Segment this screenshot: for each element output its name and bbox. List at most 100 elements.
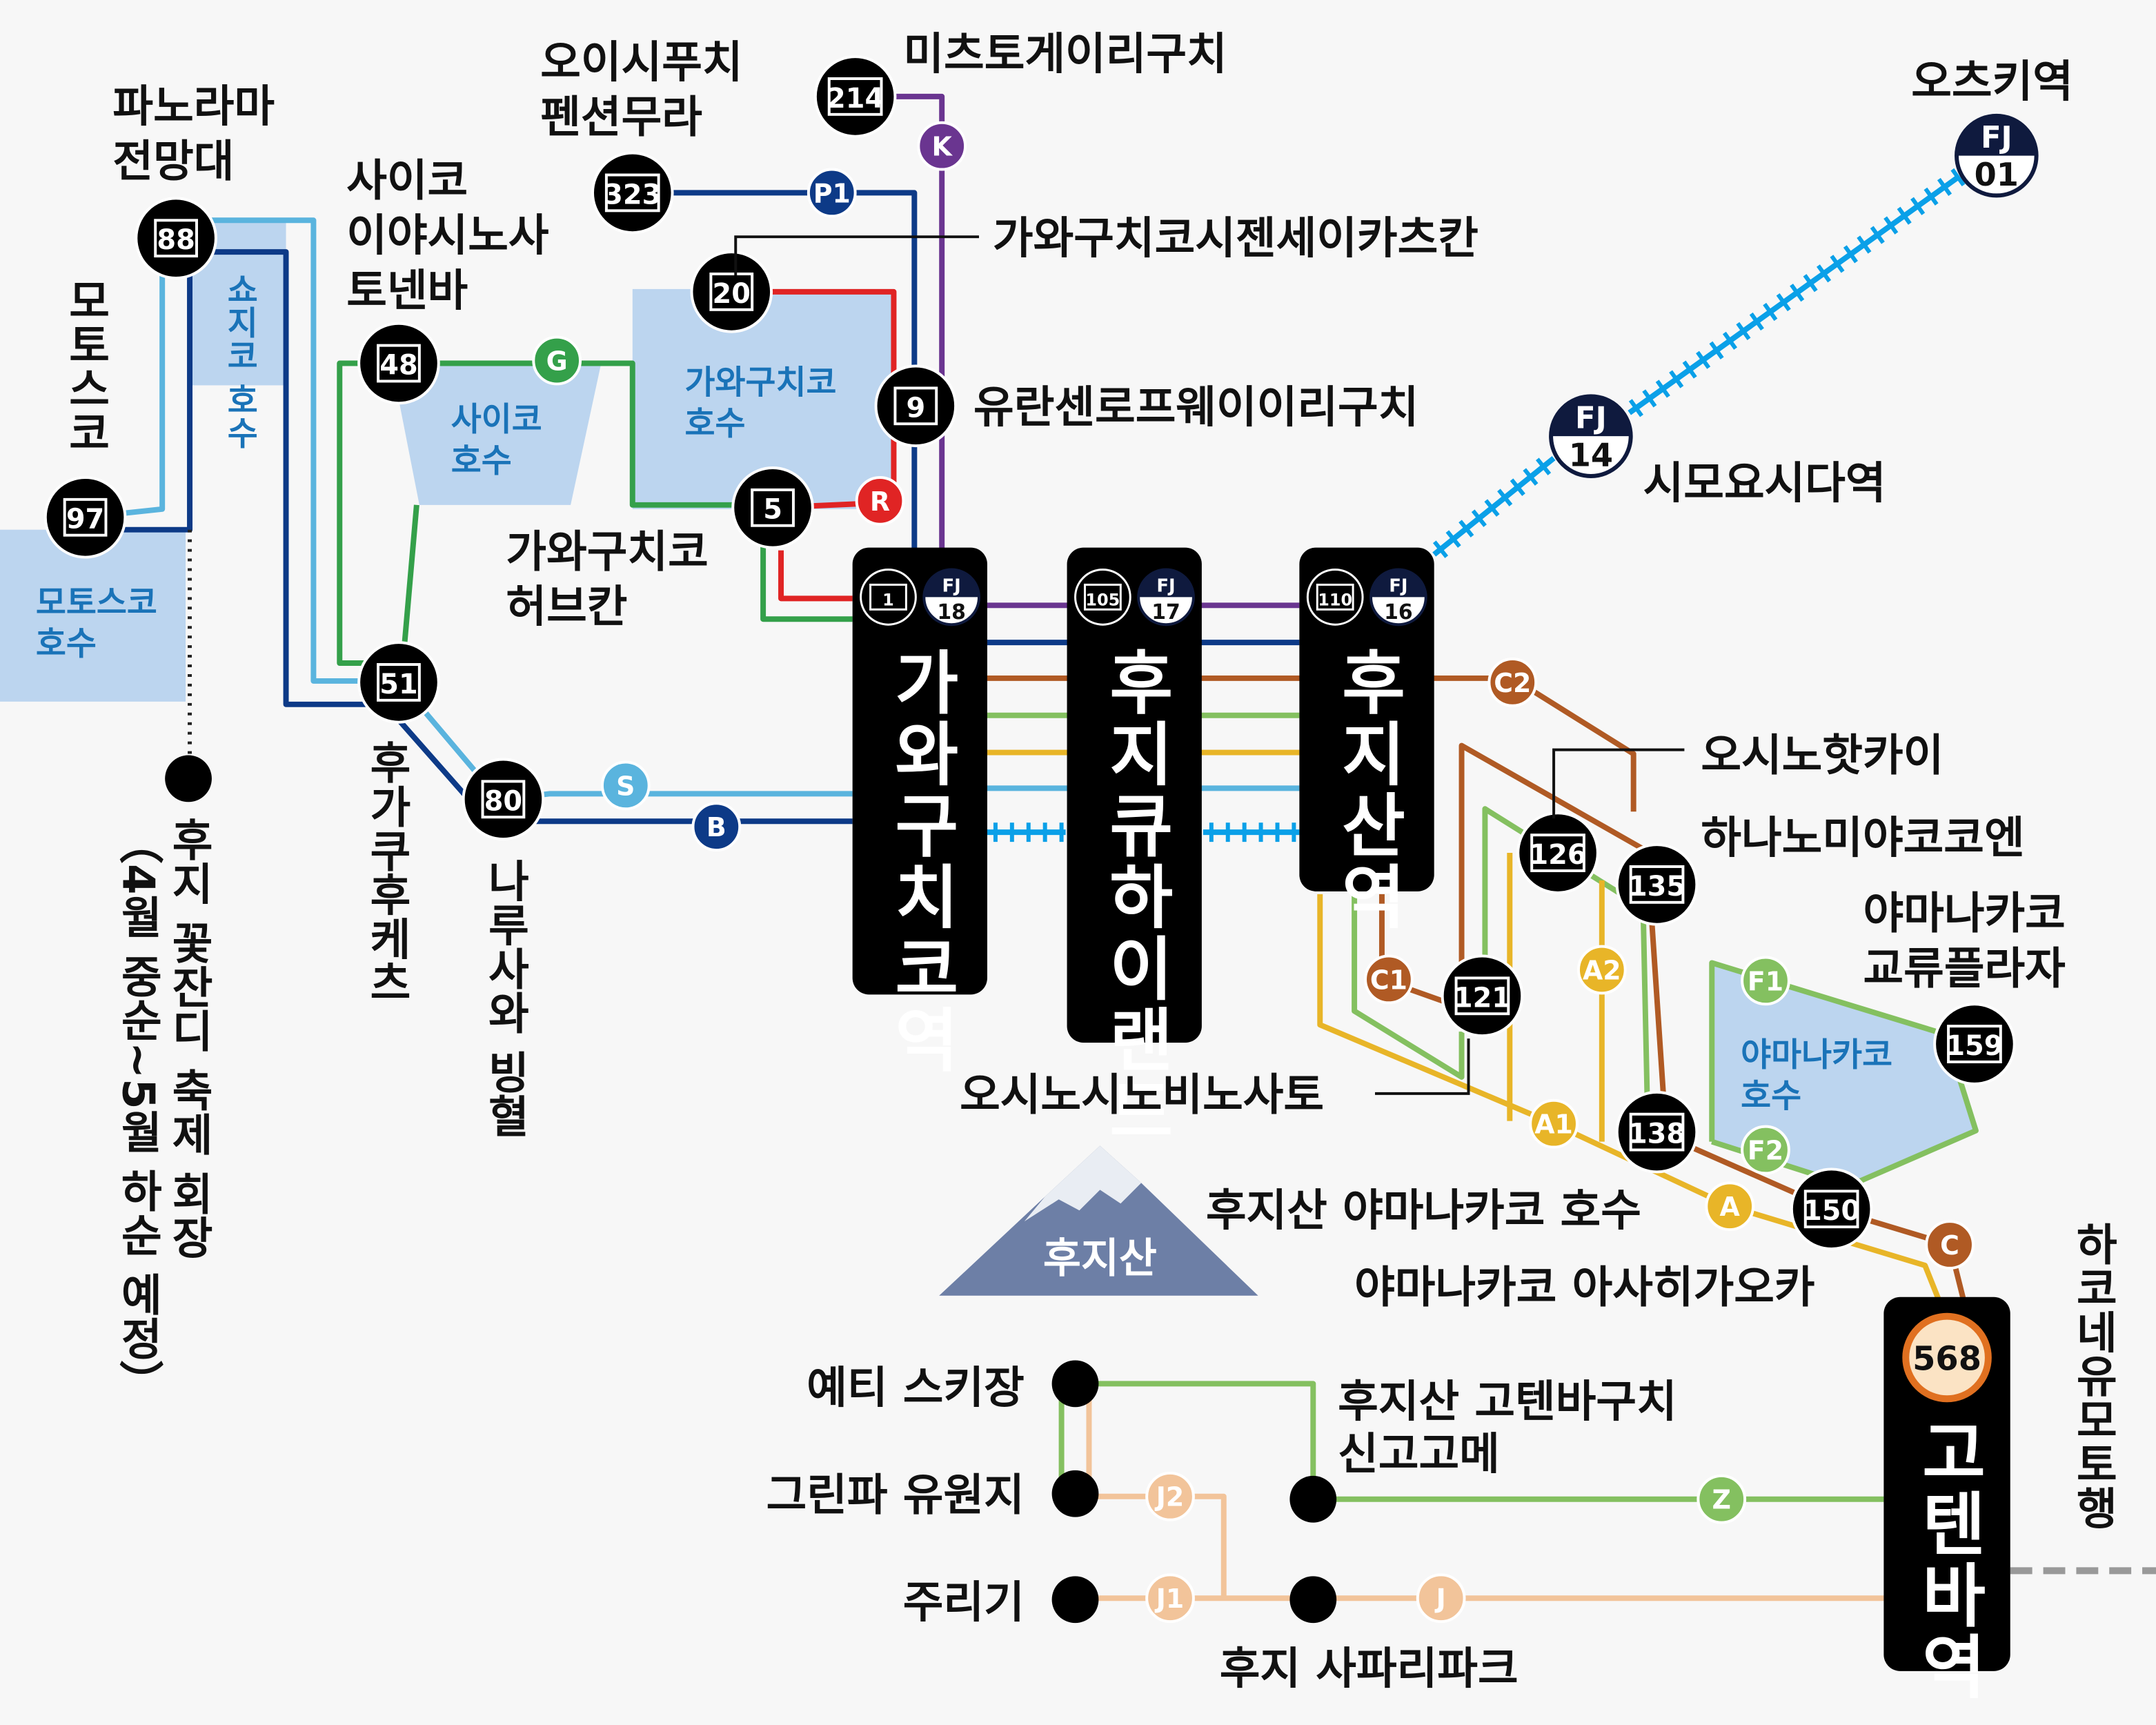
label-asahigaoka: 야마나카코 아사히가오카: [1354, 1263, 1815, 1314]
label-juriki: 주리기: [903, 1577, 1025, 1628]
route-badge-circle: [691, 802, 742, 852]
bus-stop-80[interactable]: 80: [462, 758, 545, 841]
leader-line-shinobi: [1374, 1038, 1470, 1095]
stop-dot-yeti[interactable]: [1051, 1360, 1099, 1408]
route-badge-a1[interactable]: A1: [1529, 1098, 1579, 1149]
label-ropeway: 유란센로프웨이이리구치: [973, 382, 1418, 433]
bus-stop-126[interactable]: 126: [1516, 811, 1599, 894]
stop-number-box: [869, 583, 907, 611]
terminal-fujiq-highland[interactable]: 후지큐하이랜드: [1067, 547, 1202, 1147]
route-badge-j1[interactable]: J1: [1145, 1573, 1195, 1624]
label-shizen: 가와구치코시젠세이카츠칸: [993, 213, 1478, 264]
stop-number: 568: [1912, 1340, 1981, 1378]
bus-stop-88[interactable]: 88: [135, 197, 217, 279]
railway-tick: [1803, 274, 1818, 293]
route-badge-c2[interactable]: C2: [1487, 658, 1538, 707]
label-otsuki: 오츠키역: [1911, 57, 2073, 108]
bus-stop-48[interactable]: 48: [357, 322, 440, 405]
route-badge-label: R: [870, 486, 890, 517]
route-badge-label: P1: [813, 178, 851, 208]
stop-circle: [1615, 1090, 1699, 1174]
bus-stop-135[interactable]: 135: [1615, 843, 1699, 926]
bus-stop-5[interactable]: 5: [731, 466, 814, 549]
stop-circle: [357, 322, 440, 405]
stop-circle: [860, 568, 917, 626]
lake-label-motosuko-2: 호수: [36, 625, 97, 663]
label-motosuko: 모토스코: [60, 278, 111, 454]
label-saiko-iyashi-3: 토넨바: [346, 266, 468, 317]
stop-number-box: [481, 780, 526, 819]
bus-stop-214[interactable]: 214: [813, 55, 897, 138]
railway-tick: [1736, 322, 1751, 340]
route-badge-z[interactable]: Z: [1697, 1474, 1747, 1524]
stop-number: 323: [604, 179, 661, 210]
route-badge-r[interactable]: R: [855, 475, 905, 526]
lake-label-yamanakako-2: 호수: [1741, 1078, 1801, 1116]
bus-stop-97[interactable]: 97: [43, 475, 127, 559]
rail-station-number: 17: [1151, 600, 1180, 624]
stop-circle: [813, 55, 897, 138]
bus-stop-323[interactable]: 323: [591, 151, 674, 235]
bus-stop-51[interactable]: 51: [357, 641, 440, 724]
route-line-light-green-a: [1352, 894, 1465, 1080]
stop-dot-safari[interactable]: [1289, 1576, 1337, 1624]
terminal-fujisan-station[interactable]: 후지산역: [1299, 547, 1434, 933]
terminal-kawaguchiko-station[interactable]: 가와구치코역: [852, 547, 987, 1076]
railway-tick: [1830, 255, 1845, 273]
route-badge-label: A1: [1534, 1110, 1573, 1140]
route-badge-k[interactable]: K: [917, 121, 967, 171]
route-badge-j2[interactable]: J2: [1145, 1471, 1195, 1521]
bus-stop-121[interactable]: 121: [1441, 954, 1524, 1038]
railway-ticks: [993, 168, 1966, 842]
route-line-c2: [987, 675, 1636, 812]
bus-stop-150[interactable]: 150: [1790, 1167, 1873, 1251]
stop-number-box: [893, 386, 938, 426]
bus-stop-9[interactable]: 9: [874, 364, 958, 448]
route-badge-b[interactable]: B: [691, 802, 742, 852]
stop-badge-568: [1902, 1312, 1992, 1403]
bus-stop-20[interactable]: 20: [690, 250, 773, 333]
route-badge-c[interactable]: C: [1925, 1220, 1975, 1270]
lake-label-motosuko: 모토스코: [36, 584, 157, 622]
railway-tick: [1857, 235, 1872, 254]
label-fugaku: 후가쿠후케츠: [361, 740, 412, 1005]
route-badge-circle: [807, 168, 857, 218]
route-badge-label: C: [1940, 1230, 1959, 1261]
route-badge-circle: [1741, 1125, 1790, 1175]
rail-badge-top: [1138, 569, 1194, 598]
stop-number: 214: [827, 83, 884, 115]
route-badge-p1[interactable]: P1: [807, 168, 857, 218]
route-badge-s[interactable]: S: [600, 760, 651, 811]
stop-dot-grinpa[interactable]: [1051, 1470, 1099, 1517]
rail-station-number: 18: [937, 600, 966, 624]
route-badge-j[interactable]: J: [1416, 1573, 1466, 1624]
route-badge-g[interactable]: G: [532, 335, 582, 386]
terminal-gotemba-station[interactable]: 568 고텐바역: [1883, 1297, 2010, 1703]
stop-badge-105: 105: [1074, 568, 1131, 626]
route-badge-a[interactable]: A: [1705, 1181, 1755, 1232]
route-badge-f1[interactable]: F1: [1741, 956, 1790, 1006]
label-yeti: 예티 스키장: [807, 1363, 1025, 1414]
route-badge-f2[interactable]: F2: [1741, 1125, 1790, 1175]
railway-tick: [1722, 331, 1738, 350]
label-hakone: 하코네유모토행: [2067, 1221, 2118, 1529]
route-badge-a2[interactable]: A2: [1576, 945, 1627, 995]
bus-stop-159[interactable]: 159: [1933, 1003, 2016, 1085]
route-badge-label: F1: [1748, 966, 1783, 996]
railway-tick: [1432, 540, 1449, 558]
stop-circle: [1615, 843, 1699, 926]
bus-stop-138[interactable]: 138: [1615, 1090, 1699, 1174]
stop-dot-gotemba-guchi[interactable]: [1289, 1475, 1337, 1523]
stop-dot-juriki[interactable]: [1051, 1576, 1099, 1624]
route-badge-c1[interactable]: C1: [1364, 954, 1414, 1005]
plain-stops: [165, 755, 1337, 1624]
stop-dot-shibazakura[interactable]: [165, 755, 212, 802]
stop-number-box: [1083, 583, 1122, 611]
route-badge-label: J2: [1154, 1482, 1184, 1512]
railway-tick: [1628, 399, 1643, 417]
label-herb: 가와구치코: [506, 527, 708, 578]
leader-line-oshino-hakkai: [1552, 748, 1685, 819]
